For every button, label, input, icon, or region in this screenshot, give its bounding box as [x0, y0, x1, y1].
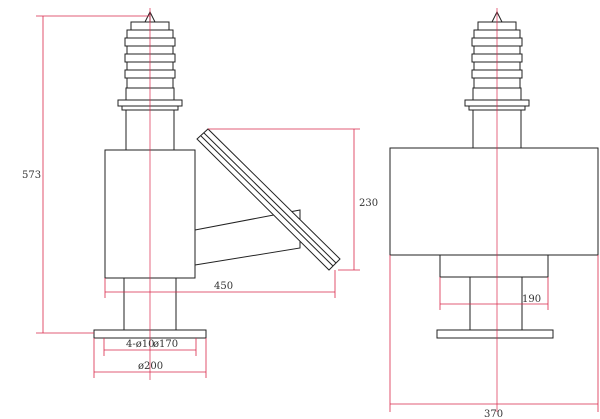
label-housing-width: 370: [484, 409, 503, 419]
label-holes: 4-ø10: [126, 339, 155, 350]
front-view: 190 370: [389, 8, 599, 419]
solar-panel: [196, 128, 341, 271]
label-bolt-circle: ø170: [153, 339, 178, 350]
base-block-front: [439, 254, 549, 278]
dim-housing-width: 370: [389, 255, 599, 419]
label-flange-dia: ø200: [138, 361, 163, 372]
dim-panel-width: 450: [104, 270, 336, 298]
side-view: 573 230 450 4-ø10 ø170: [22, 8, 378, 380]
base-flange-front: [436, 329, 554, 339]
dim-flange-dia: ø200: [93, 338, 207, 378]
label-panel-height: 230: [359, 198, 378, 209]
support-pipe-lower-front: [469, 276, 523, 331]
dim-base-width: 190: [439, 277, 549, 310]
housing-front: [389, 147, 599, 256]
label-base-width: 190: [522, 294, 541, 305]
dim-panel-height: 230: [208, 128, 378, 271]
label-panel-width: 450: [214, 281, 233, 292]
dim-bolt-circle: 4-ø10 ø170: [103, 338, 197, 356]
dim-height-total: 573: [22, 15, 150, 334]
label-height-total: 573: [22, 170, 41, 181]
